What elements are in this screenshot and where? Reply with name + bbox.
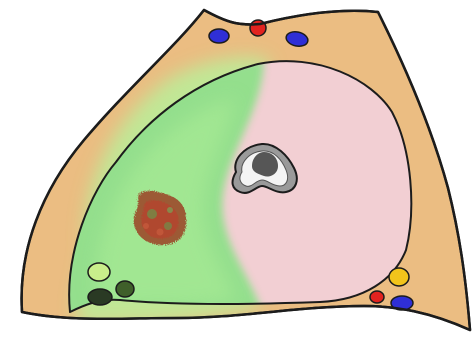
vessel-yellow — [389, 268, 409, 286]
node-darkest — [88, 289, 112, 305]
node-dark-green — [116, 281, 134, 297]
node-light-green — [88, 263, 110, 281]
vessel-red-bottom — [370, 291, 384, 303]
vessel-blue-top-left — [209, 29, 229, 43]
